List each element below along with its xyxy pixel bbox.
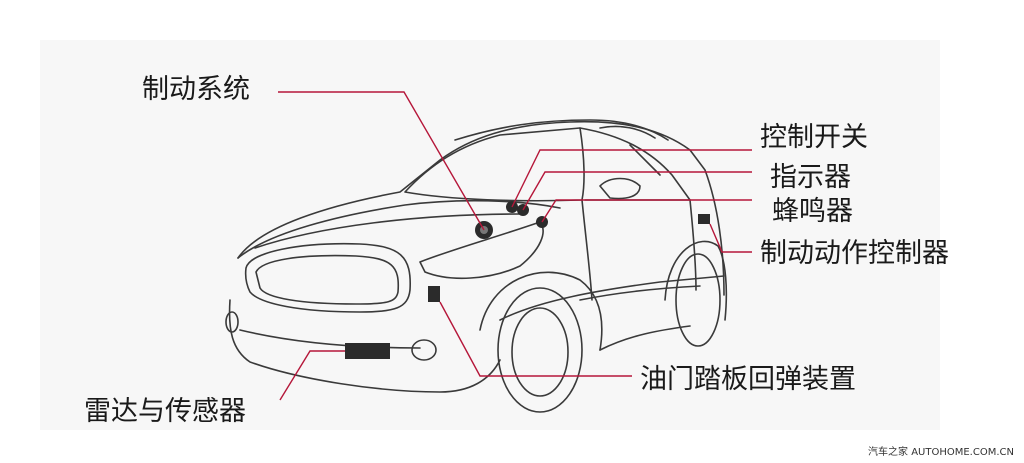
indicator-leader (522, 171, 752, 211)
throttle-return-leader (439, 301, 632, 377)
buzzer-leader (541, 199, 752, 223)
component-markers (345, 201, 710, 359)
label-indicator: 指示器 (770, 162, 851, 193)
watermark: 汽车之家 AUTOHOME.COM.CN (868, 447, 1014, 458)
label-throttle-return: 油门踏板回弹装置 (640, 364, 856, 395)
brake-controller-leader (709, 223, 752, 253)
brake-system-leader (278, 91, 485, 231)
label-buzzer: 蜂鸣器 (772, 196, 853, 227)
control-switch-leader (511, 149, 752, 208)
radar-sensor-marker (345, 343, 390, 359)
label-control-switch: 控制开关 (760, 122, 868, 153)
label-brake-system: 制动系统 (142, 74, 250, 105)
label-radar-sensor: 雷达与传感器 (84, 396, 246, 427)
label-brake-controller: 制动动作控制器 (760, 238, 949, 269)
radar-sensor-leader (279, 350, 345, 401)
car-illustration (225, 119, 728, 413)
leader-lines (278, 91, 752, 401)
throttle-return-marker (428, 286, 440, 302)
brake-controller-marker (698, 214, 710, 224)
